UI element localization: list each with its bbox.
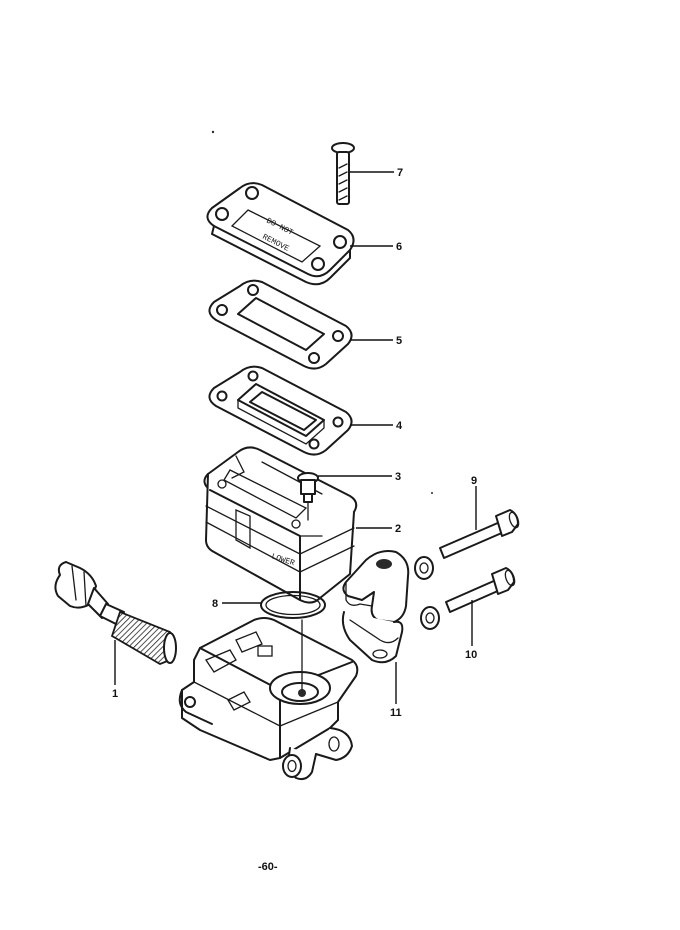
bolt-part bbox=[439, 509, 520, 559]
o-ring-part bbox=[260, 591, 326, 619]
washer-part bbox=[414, 556, 434, 580]
callout-label: 4 bbox=[396, 420, 403, 432]
diaphragm-part bbox=[208, 365, 353, 456]
bracket-part bbox=[341, 550, 410, 664]
pump-housing-part bbox=[178, 617, 359, 781]
check-valve-part bbox=[297, 472, 319, 521]
page-number: -60- bbox=[258, 861, 278, 873]
callout-label: 3 bbox=[395, 471, 401, 483]
callout-label: 8 bbox=[212, 598, 218, 610]
bolt-part bbox=[445, 567, 516, 613]
speck-mark bbox=[431, 492, 433, 494]
callout-label: 5 bbox=[396, 335, 402, 347]
cover-part: DO NOT REMOVE bbox=[206, 182, 355, 286]
speck-mark bbox=[211, 130, 215, 134]
screw-part bbox=[331, 142, 355, 205]
callout-label: 9 bbox=[471, 475, 477, 487]
callout-label: 6 bbox=[396, 241, 402, 253]
callout-label: 1 bbox=[112, 688, 118, 700]
strainer-part bbox=[54, 561, 177, 665]
callout-label: 7 bbox=[397, 167, 403, 179]
gasket-part bbox=[208, 279, 353, 370]
callout-label: 10 bbox=[465, 649, 477, 661]
valve-body-part: LOWER bbox=[203, 446, 358, 604]
callout-label: 2 bbox=[395, 523, 401, 535]
washer-part bbox=[420, 606, 440, 630]
callout-label: 11 bbox=[390, 707, 402, 719]
